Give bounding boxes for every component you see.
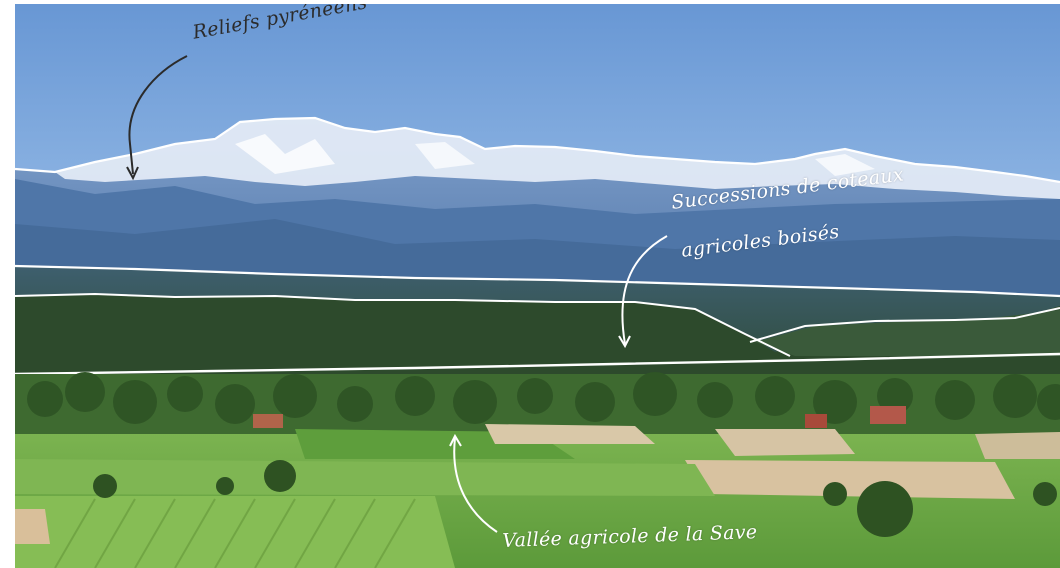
- arrow-vallee: [453, 437, 498, 533]
- farm-building: [253, 414, 283, 428]
- landscape-photo: Reliefs pyrénéens Successions de coteaux…: [15, 4, 1060, 568]
- arrow-coteaux: [621, 235, 668, 345]
- field-trees: [93, 460, 1057, 537]
- coteaux-bottom-line: [15, 352, 1060, 376]
- arrow-reliefs: [128, 55, 188, 175]
- treeline: [27, 372, 1060, 424]
- tan-field: [685, 460, 1015, 499]
- coteaux-top-line: [15, 264, 1060, 298]
- mountain-outline: [15, 116, 1060, 184]
- snow-caps: [55, 118, 1060, 199]
- landscape-illustration: [15, 4, 1060, 568]
- coteaux-right-line: [749, 307, 1060, 343]
- coteaux-middle-line: [15, 292, 791, 357]
